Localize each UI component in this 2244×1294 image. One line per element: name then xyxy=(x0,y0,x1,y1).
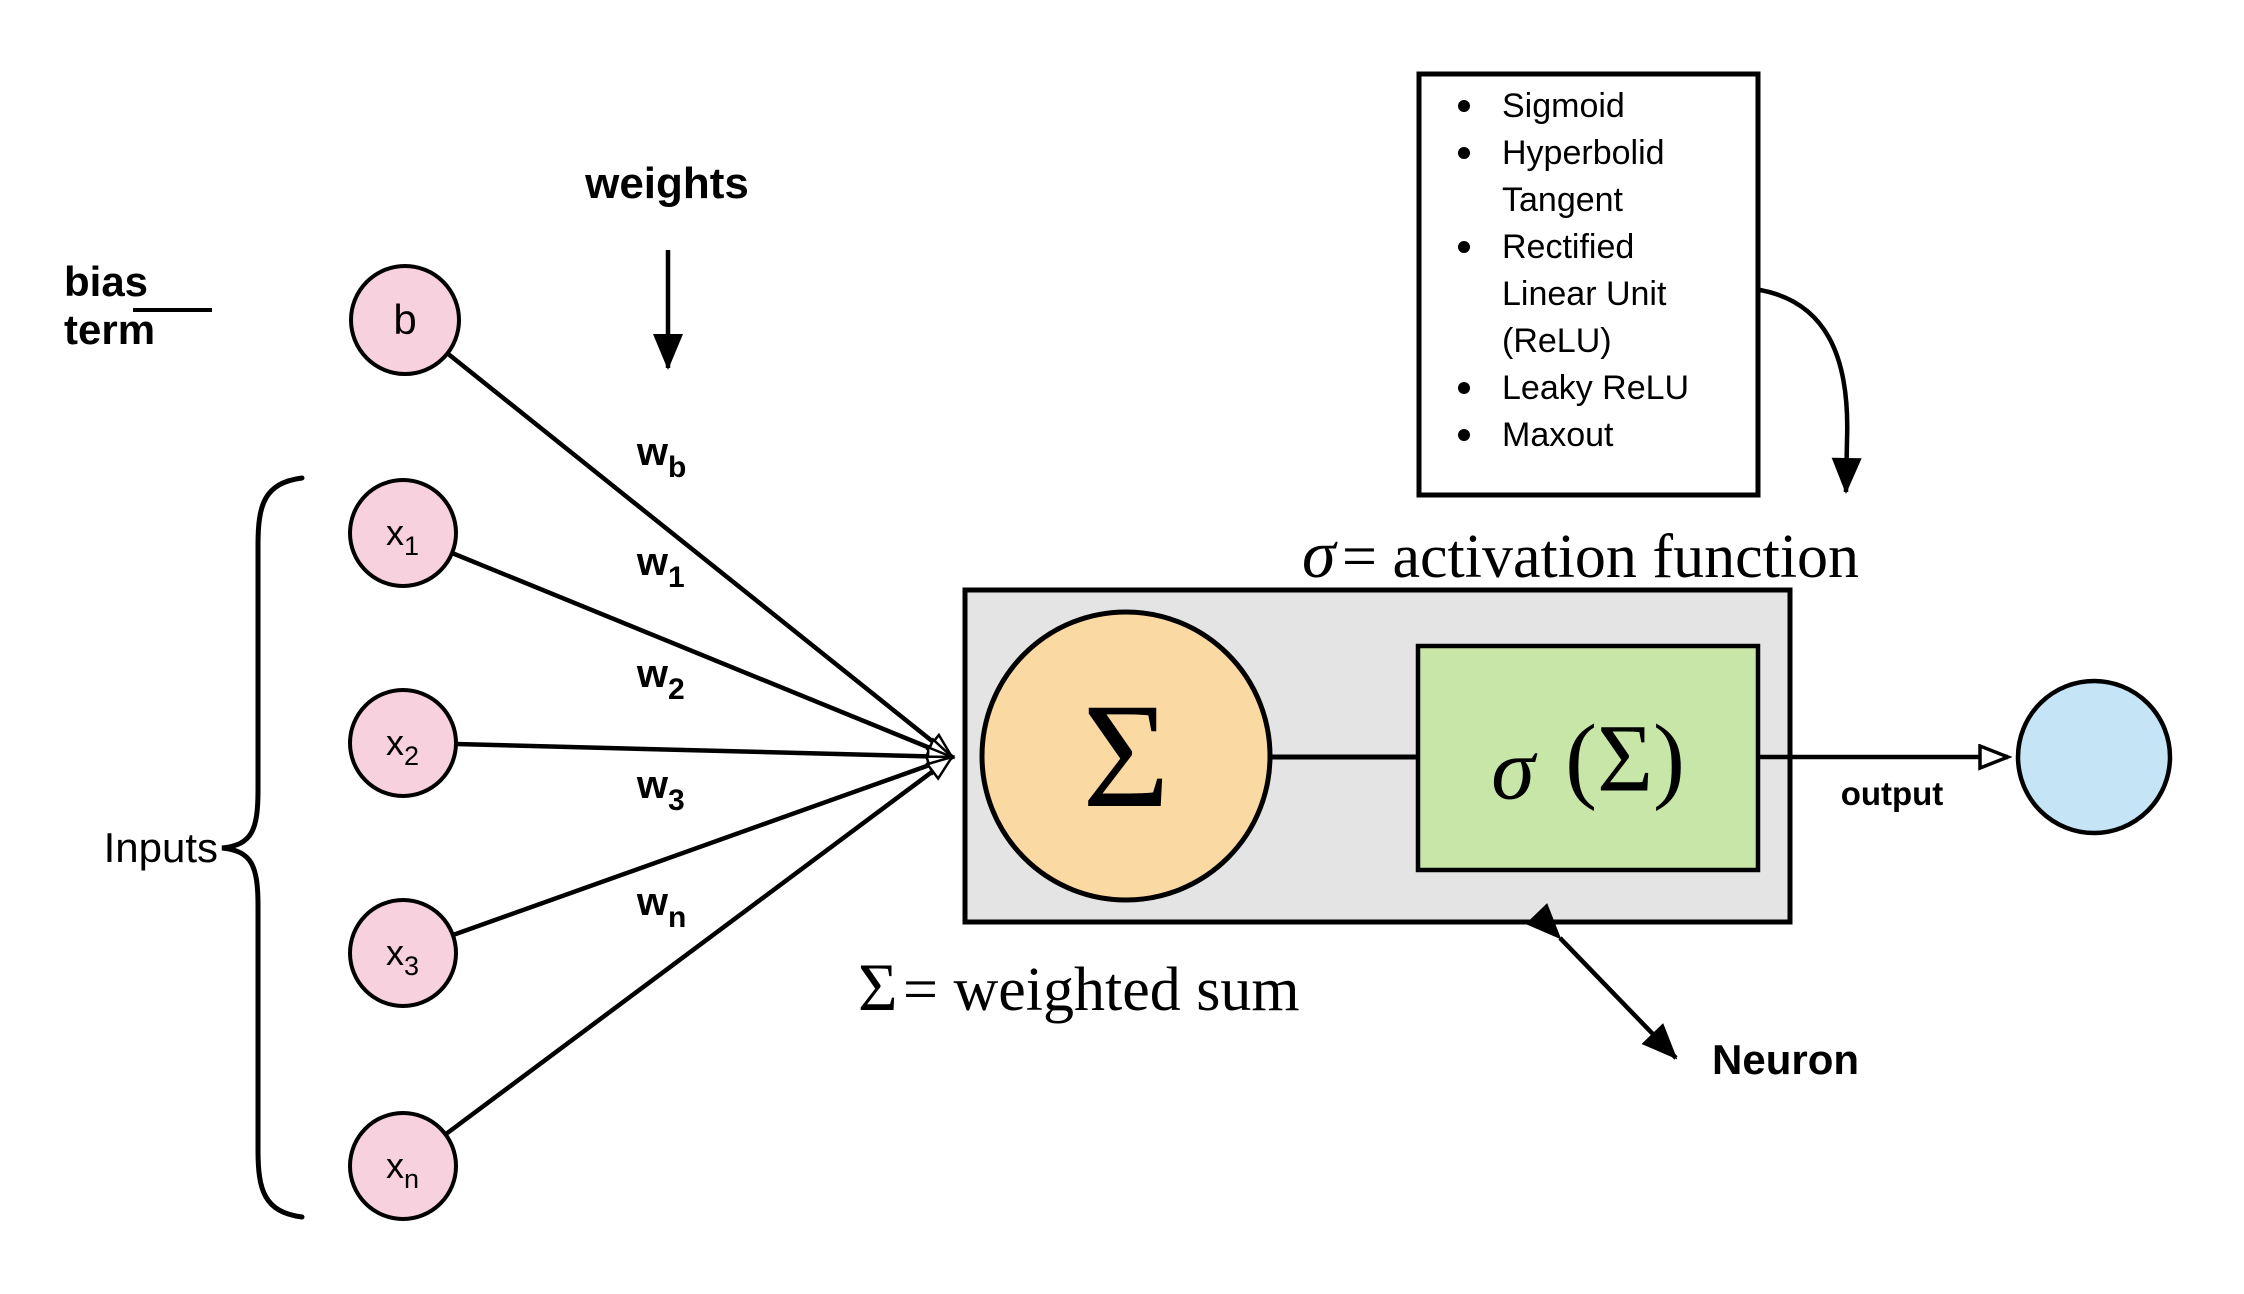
activation-functions-box xyxy=(1416,71,1761,498)
weight-label-wb: w xyxy=(636,430,669,474)
weight-label-wn-sub: n xyxy=(668,901,686,934)
weight-label-w1-sub: 1 xyxy=(668,561,685,594)
output-label: output xyxy=(1841,775,1944,812)
list-to-equation-arrow xyxy=(1759,287,1862,494)
neuron-label: Neuron xyxy=(1712,1036,1859,1083)
input-node-x2 xyxy=(348,688,458,798)
inputs-label: Inputs xyxy=(104,824,218,871)
input-node-x3-label: x xyxy=(386,932,404,973)
bias-node-label: b xyxy=(393,296,416,343)
input-connection-line-x1 xyxy=(451,550,956,760)
bullet-icon xyxy=(1458,241,1470,253)
bullet-icon xyxy=(1458,382,1470,394)
weight-label-w1: w xyxy=(636,540,669,584)
activation-list-line-3: Tangent xyxy=(1502,181,1624,219)
activation-equation-symbol: σ xyxy=(1302,516,1338,592)
weight-label-wb-sub: b xyxy=(668,451,686,484)
activation-list-line-7: Leaky ReLU xyxy=(1502,369,1689,407)
sum-symbol: Σ xyxy=(1082,673,1169,839)
input-node-xn-label: x xyxy=(386,1145,404,1186)
neuron-pointer-arrow xyxy=(1525,903,1678,1060)
activation-list-line-5: Linear Unit xyxy=(1502,275,1667,313)
input-node-x2-label: x xyxy=(386,722,404,763)
input-node-xn-sub: n xyxy=(404,1164,419,1194)
activation-args: (Σ) xyxy=(1565,705,1685,812)
input-node-x1-label: x xyxy=(386,512,404,553)
weight-label-wn: w xyxy=(636,880,669,924)
input-connection-line-xn xyxy=(444,754,955,1136)
activation-list-line-6: (ReLU) xyxy=(1502,322,1612,360)
input-node-x3 xyxy=(348,898,458,1008)
bullet-icon xyxy=(1458,100,1470,112)
input-node-x1 xyxy=(348,478,458,588)
input-connection-line-x3 xyxy=(452,754,956,938)
bias-term-label-line1: bias xyxy=(64,258,148,305)
inputs-brace xyxy=(221,475,305,1220)
input-connection-line-x2 xyxy=(455,741,956,768)
activation-equation-text: = activation function xyxy=(1342,523,1859,591)
input-node-x3-sub: 3 xyxy=(404,951,419,981)
bias-node xyxy=(349,264,461,376)
activation-list-line-4: Rectified xyxy=(1502,228,1634,266)
bias-term-label-line2: term xyxy=(64,306,155,353)
input-node-x2-sub: 2 xyxy=(404,741,419,771)
input-node-xn xyxy=(348,1111,458,1221)
sum-equation-symbol: Σ xyxy=(858,949,898,1025)
input-node-x1-sub: 1 xyxy=(404,531,419,561)
weights-label: weights xyxy=(584,159,749,208)
bias-connection-line xyxy=(445,351,955,760)
weight-label-w3: w xyxy=(636,763,669,807)
weight-label-w2: w xyxy=(636,652,669,696)
bullet-icon xyxy=(1458,147,1470,159)
output-node xyxy=(2015,678,2173,836)
activation-list-line-8: Maxout xyxy=(1502,416,1614,454)
activation-list-line-2: Hyperbolid xyxy=(1502,134,1665,172)
activation-symbol: σ xyxy=(1491,722,1538,819)
weight-label-w2-sub: 2 xyxy=(668,673,685,706)
bullet-icon xyxy=(1458,429,1470,441)
activation-list-line-1: Sigmoid xyxy=(1502,87,1625,125)
sum-equation-text: = weighted sum xyxy=(903,956,1300,1024)
weight-label-w3-sub: 3 xyxy=(668,784,685,817)
